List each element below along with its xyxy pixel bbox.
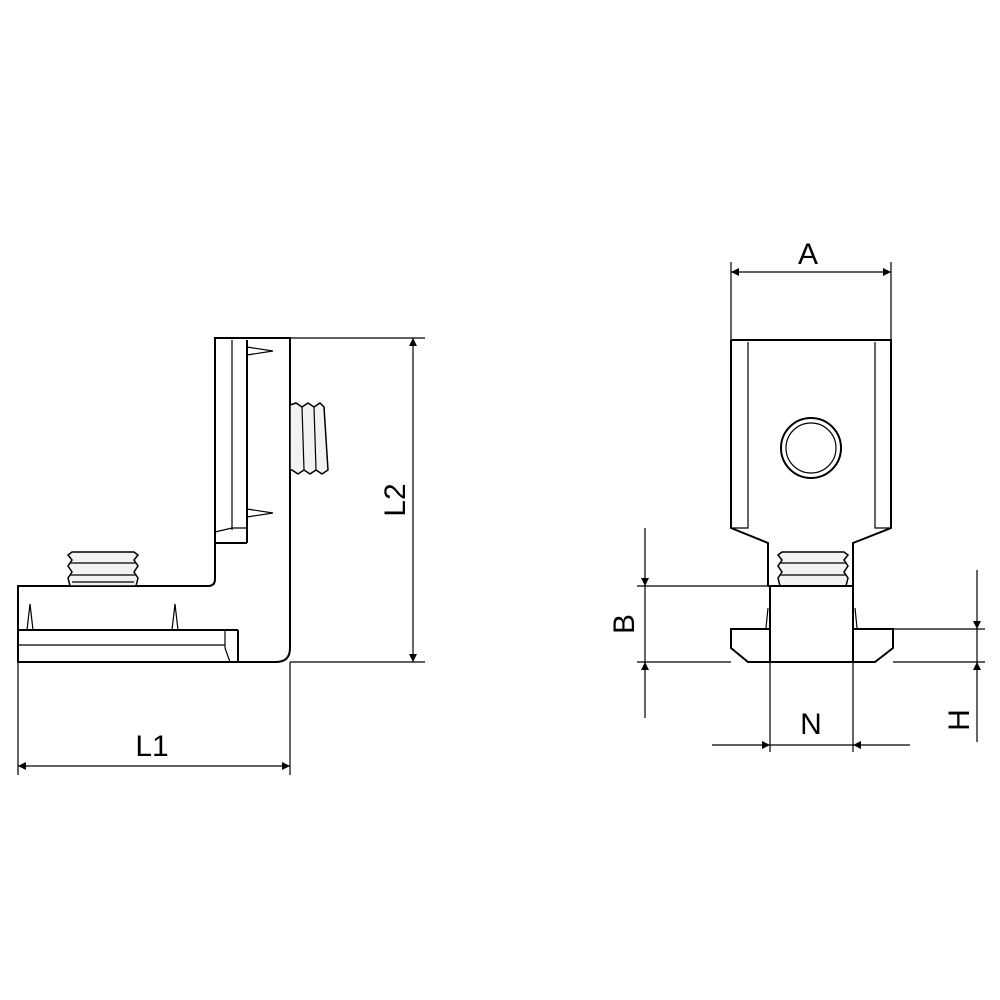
thread-stud-front	[776, 551, 850, 587]
label-l2: L2	[379, 483, 412, 516]
dimension-a: A	[730, 238, 892, 340]
t-foot	[730, 628, 894, 663]
label-n: N	[800, 708, 822, 741]
label-h: H	[943, 709, 976, 731]
dimension-l1: L1	[17, 662, 291, 775]
dimension-n: N	[712, 662, 910, 752]
angle-bracket-outline	[17, 337, 291, 663]
label-b: B	[608, 614, 641, 634]
dimension-b: B	[608, 528, 768, 718]
label-a: A	[798, 238, 818, 271]
nut-body-outline	[730, 339, 892, 586]
dimension-l2: L2	[290, 337, 425, 663]
horizontal-strip	[18, 603, 239, 663]
front-view: A B H N	[608, 238, 985, 752]
dimension-h: H	[893, 570, 985, 742]
threaded-hole	[780, 417, 842, 479]
thread-stud-side	[289, 402, 329, 475]
vertical-strip	[214, 340, 274, 544]
thread-stud-top	[66, 551, 140, 587]
side-view: L2 L1	[17, 337, 425, 775]
label-l1: L1	[135, 730, 168, 763]
